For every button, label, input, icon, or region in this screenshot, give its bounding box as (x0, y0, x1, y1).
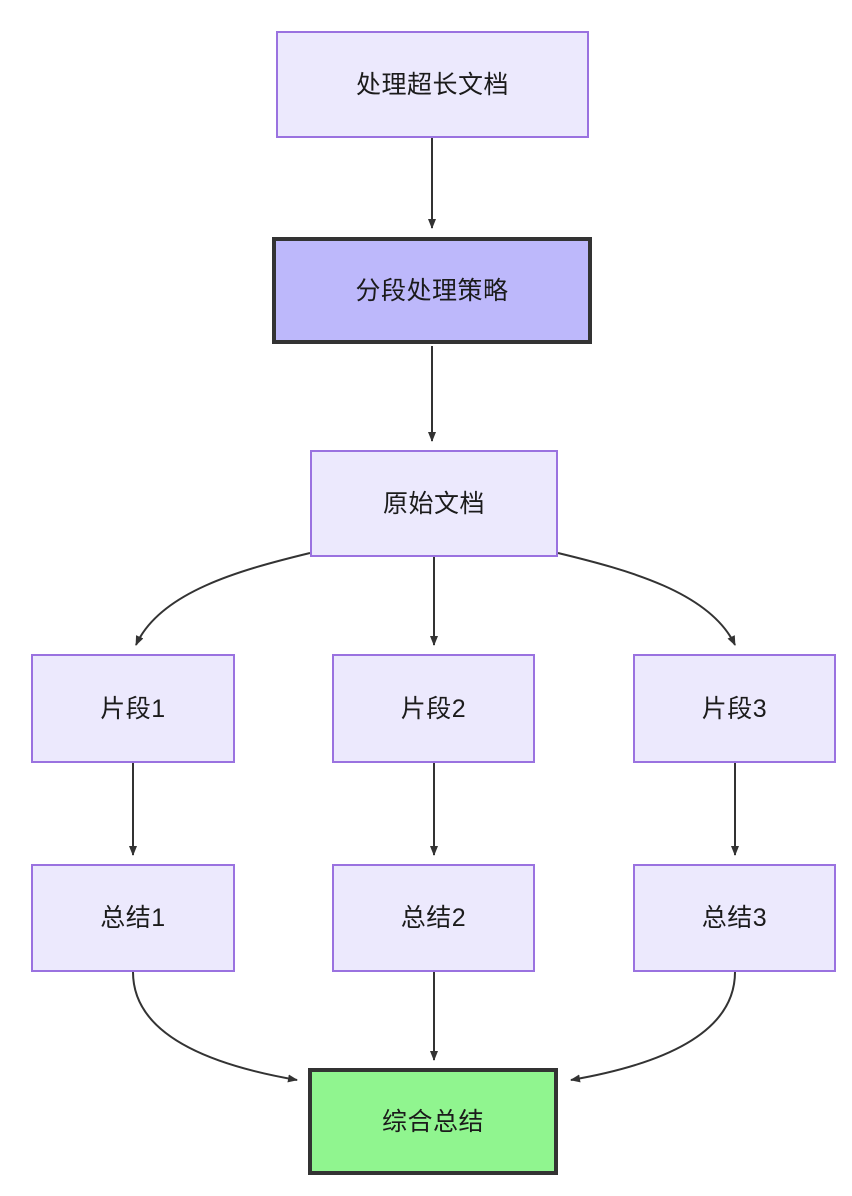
node-strategy[interactable]: 分段处理策略 (272, 237, 592, 344)
node-summary-1[interactable]: 总结1 (31, 864, 235, 972)
edge-source-to-chunk1 (135, 552, 311, 646)
node-chunk-2-label: 片段2 (400, 694, 467, 723)
node-chunk-3-label: 片段3 (701, 694, 768, 723)
edge-sum1-to-final (132, 971, 298, 1083)
node-summary-3-label: 总结3 (701, 904, 768, 932)
node-source-document[interactable]: 原始文档 (310, 450, 558, 557)
node-chunk-2[interactable]: 片段2 (332, 654, 535, 763)
edge-source-to-chunk3 (557, 552, 736, 646)
node-summary-1-label: 总结1 (100, 904, 166, 932)
edge-sum3-to-final (570, 971, 736, 1083)
node-final-summary-label: 综合总结 (381, 1107, 484, 1136)
node-summary-2[interactable]: 总结2 (332, 864, 535, 972)
node-start-label: 处理超长文档 (355, 70, 509, 99)
node-strategy-label: 分段处理策略 (355, 276, 509, 305)
node-final-summary[interactable]: 综合总结 (308, 1068, 558, 1175)
node-chunk-1[interactable]: 片段1 (31, 654, 235, 763)
node-chunk-3[interactable]: 片段3 (633, 654, 836, 763)
node-chunk-1-label: 片段1 (100, 694, 166, 723)
node-summary-3[interactable]: 总结3 (633, 864, 836, 972)
node-source-document-label: 原始文档 (382, 489, 485, 518)
node-start[interactable]: 处理超长文档 (276, 31, 589, 138)
node-summary-2-label: 总结2 (400, 904, 467, 932)
